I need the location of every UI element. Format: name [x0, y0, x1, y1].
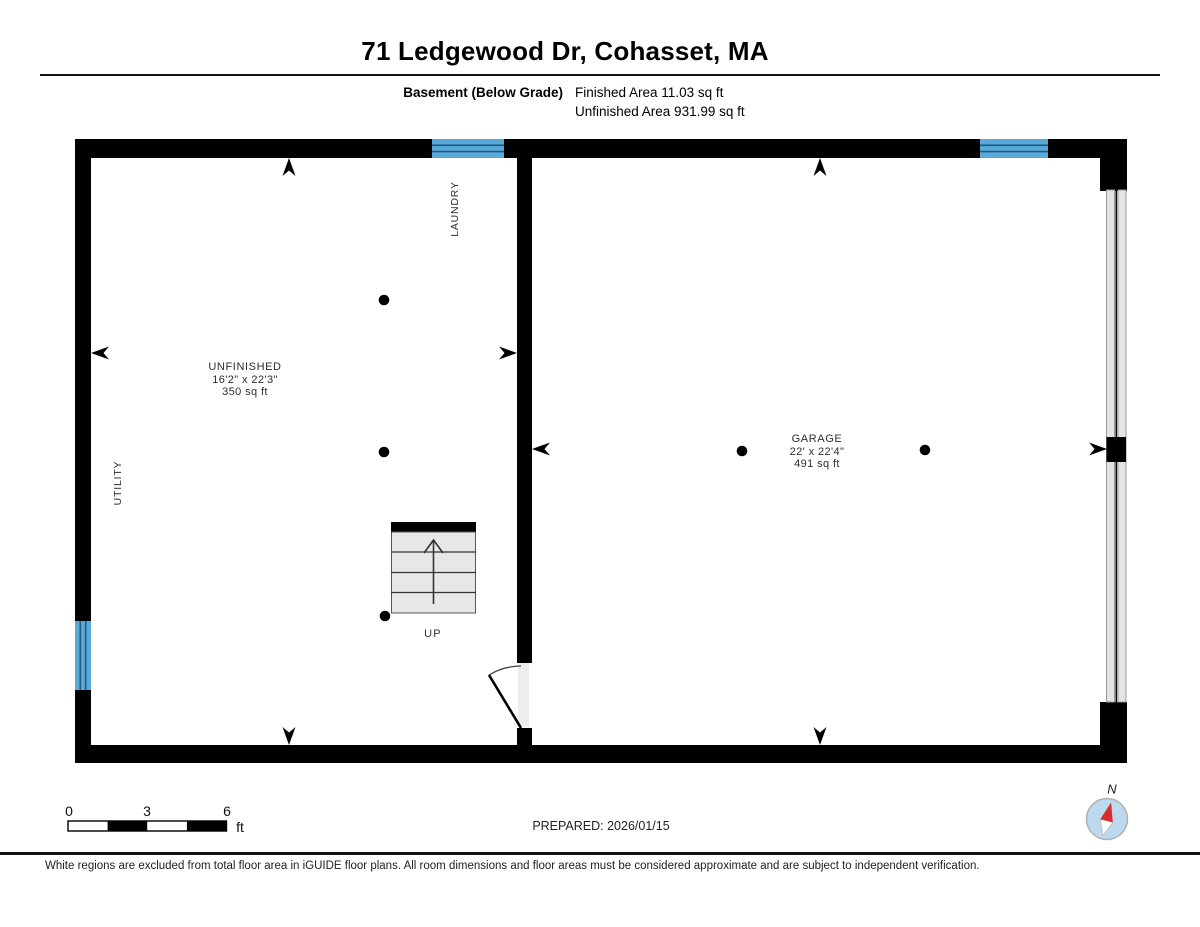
scale-unit-label: ft [236, 819, 244, 835]
dimension-arrows [91, 158, 1107, 745]
compass-north-label: N [1107, 781, 1117, 797]
stairs [391, 522, 476, 614]
room-name: GARAGE [791, 433, 843, 445]
compass-icon [1085, 797, 1129, 841]
scale-tick-3: 3 [143, 803, 151, 819]
utility-label: UTILITY [112, 460, 124, 506]
finished-area-label: Finished Area 11.03 sq ft [575, 85, 724, 100]
room-label-garage: GARAGE 22' x 22'4" 491 sq ft [737, 433, 897, 471]
room-dimensions: 22' x 22'4" [789, 445, 845, 458]
windows [75, 139, 1048, 690]
room-label-unfinished: UNFINISHED 16'2" x 22'3" 350 sq ft [165, 361, 325, 399]
unfinished-area-label: Unfinished Area 931.99 sq ft [575, 104, 745, 119]
stairs-up-label: UP [424, 628, 442, 640]
scan-point-dots [378, 294, 931, 622]
header-divider [40, 74, 1160, 76]
room-area: 491 sq ft [794, 458, 840, 471]
room-dimensions: 16'2" x 22'3" [212, 373, 278, 386]
room-name: UNFINISHED [208, 361, 282, 373]
scale-bar [67, 820, 228, 832]
walls [75, 139, 1127, 763]
scale-tick-0: 0 [65, 803, 73, 819]
disclaimer-text: White regions are excluded from total fl… [45, 860, 980, 872]
floor-name-label: Basement (Below Grade) [403, 85, 563, 100]
prepared-date: PREPARED: 2026/01/15 [532, 819, 670, 833]
room-area: 350 sq ft [222, 386, 268, 399]
page-title: 71 Ledgewood Dr, Cohasset, MA [361, 36, 769, 66]
footer-divider [0, 852, 1200, 855]
scale-tick-6: 6 [223, 803, 231, 819]
garage-door [1106, 189, 1127, 703]
door-swing [487, 663, 529, 729]
laundry-label: LAUNDRY [449, 181, 461, 237]
